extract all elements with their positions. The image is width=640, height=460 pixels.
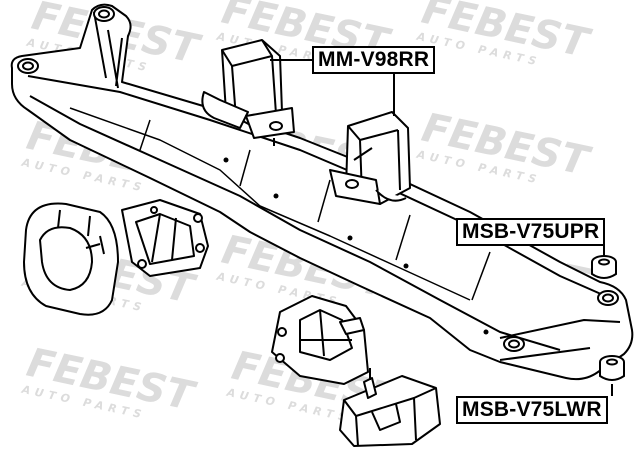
label-mm-v98rr: MM-V98RR bbox=[312, 46, 436, 74]
left-bushing bbox=[23, 202, 119, 316]
crossmember bbox=[10, 3, 634, 381]
hole-right-top-inner bbox=[602, 293, 614, 303]
watermark-6: FEBEST AUTO PARTS bbox=[415, 105, 595, 187]
right-engine-bracket bbox=[271, 295, 369, 385]
hole-top-arm-inner bbox=[98, 9, 110, 19]
hole-left-end-inner bbox=[22, 61, 34, 71]
label-msb-v75lwr: MSB-V75LWR bbox=[456, 396, 608, 424]
leader-mm-v98rr bbox=[270, 59, 395, 116]
watermark-3: FEBEST AUTO PARTS bbox=[415, 0, 595, 69]
crossmember-right-arm bbox=[499, 319, 621, 361]
lower-engine-mount bbox=[339, 368, 441, 447]
left-engine-bracket bbox=[121, 199, 209, 277]
crossmember-ribs bbox=[139, 119, 491, 301]
msb-v75lwr-bushing bbox=[599, 355, 625, 381]
bolt-dots bbox=[223, 157, 489, 335]
crossmember-ridge bbox=[69, 107, 471, 301]
crossmember-flange-top bbox=[27, 75, 611, 299]
msb-v75upr-bushing bbox=[591, 255, 617, 279]
label-msb-v75upr: MSB-V75UPR bbox=[456, 218, 606, 246]
mm-v98rr-mount-lower bbox=[329, 111, 411, 205]
crossmember-left-arm bbox=[93, 11, 123, 89]
watermark-10: FEBEST AUTO PARTS bbox=[20, 340, 200, 422]
hole-right-bottom-inner bbox=[508, 339, 520, 349]
mount-holes bbox=[17, 6, 619, 352]
mm-v98rr-mount-upper bbox=[201, 39, 295, 146]
leader-lines bbox=[270, 59, 613, 396]
crossmember-flange-bottom bbox=[29, 95, 561, 351]
